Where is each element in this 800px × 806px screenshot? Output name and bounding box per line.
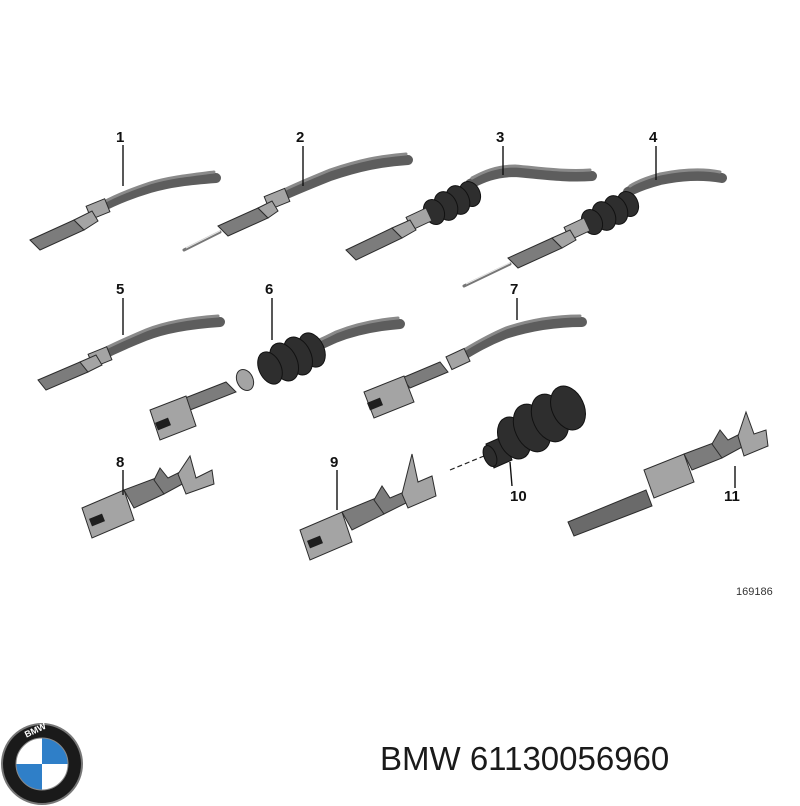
part-7-housing-terminal-with-cable[interactable]: 7 <box>363 281 587 419</box>
part-1-terminal-with-cable[interactable]: 1 <box>29 129 221 251</box>
callout-8: 8 <box>116 454 124 471</box>
callout-4: 4 <box>649 129 658 146</box>
part-6-sealed-housing-terminal-with-cable[interactable]: 6 <box>149 281 405 441</box>
part-3-sealed-terminal-with-cable[interactable]: 3 <box>345 129 597 261</box>
callout-5: 5 <box>116 281 124 298</box>
brand-name: BMW <box>380 740 461 777</box>
callout-1: 1 <box>116 129 124 146</box>
part-5-terminal-with-cable[interactable]: 5 <box>37 281 225 391</box>
callout-2: 2 <box>296 129 304 146</box>
part-2-pin-terminal-with-cable[interactable]: 2 <box>182 129 413 252</box>
callout-6: 6 <box>265 281 273 298</box>
callout-9: 9 <box>330 454 338 471</box>
part-number: 61130056960 <box>469 740 670 777</box>
callout-7: 7 <box>510 281 518 298</box>
part-4-sealed-pin-terminal-with-cable[interactable]: 4 <box>462 129 727 288</box>
part-label: BMW 61130056960 <box>380 740 669 778</box>
callout-10: 10 <box>510 488 527 505</box>
diagram-reference-number: 169186 <box>736 586 773 598</box>
part-11-terminal-with-flat-lead[interactable]: 11 <box>567 410 769 537</box>
callout-3: 3 <box>496 129 504 146</box>
part-8-terminal-housing[interactable]: 8 <box>81 454 215 539</box>
callout-11: 11 <box>724 488 740 505</box>
part-9-terminal-housing[interactable]: 9 <box>299 453 437 561</box>
part-10-rubber-seal[interactable]: 10 <box>449 380 592 505</box>
bmw-roundel-icon: BMW <box>1 722 83 805</box>
leader-line-10 <box>509 461 513 487</box>
